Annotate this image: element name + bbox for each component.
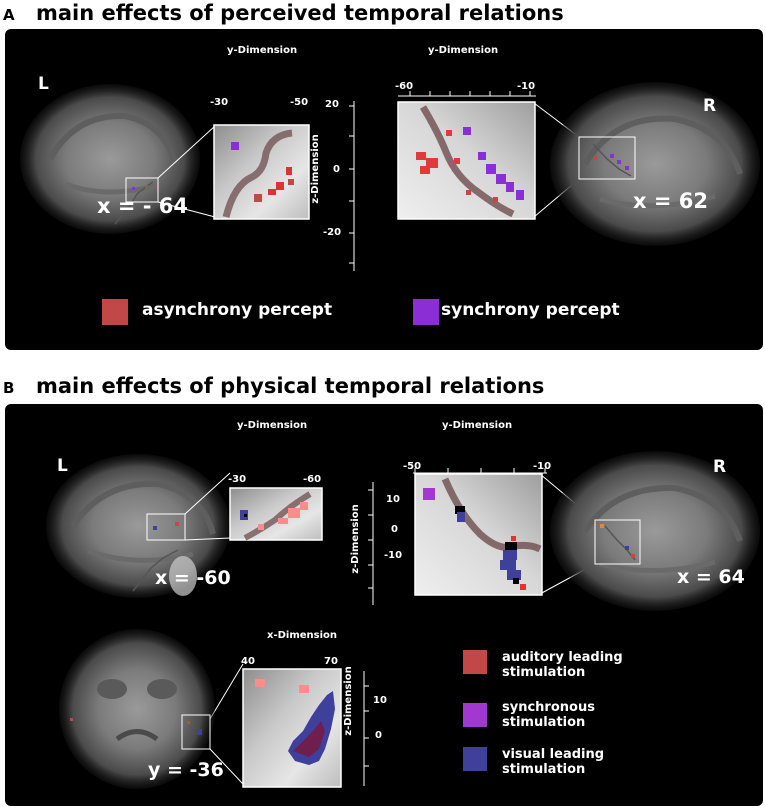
legend-swatch-synchronous bbox=[463, 703, 487, 727]
panel-a-right-ztick-2: 0 bbox=[333, 164, 340, 175]
panel-a-letter: A bbox=[3, 6, 15, 24]
panel-a-left-zoom bbox=[213, 124, 310, 220]
panel-a-left-tick-1: -30 bbox=[210, 97, 229, 108]
legend-swatch-auditory-leading bbox=[463, 650, 487, 674]
panel-a-right-dimension: y-Dimension bbox=[428, 45, 499, 56]
legend-label-auditory-leading: auditory leading stimulation bbox=[502, 650, 623, 680]
panel-b-right-xtick-2: -10 bbox=[533, 461, 552, 472]
panel-b-right-ztick-3: -10 bbox=[384, 550, 403, 561]
panel-b-coronal-ztick-2: 0 bbox=[375, 730, 382, 741]
legend-label-visual-leading: visual leading stimulation bbox=[502, 747, 605, 777]
legend-swatch-asynchrony bbox=[102, 299, 128, 325]
panel-a-right-ztick-3: -20 bbox=[323, 227, 342, 238]
panel-a-left-side-label: L bbox=[38, 74, 49, 94]
panel-b-right-xtick-1: -50 bbox=[403, 461, 422, 472]
panel-a-right-zoom bbox=[397, 101, 536, 220]
panel-b-right-ztick-2: 0 bbox=[391, 524, 398, 535]
panel-a-right-ztick-1: 20 bbox=[325, 99, 339, 110]
panel-b-letter: B bbox=[3, 379, 15, 397]
panel-a-right-coord: x = 62 bbox=[633, 189, 708, 213]
panel-b-left-zoom bbox=[229, 487, 323, 541]
legend-label-synchrony: synchrony percept bbox=[441, 300, 620, 320]
panel-b-right-axes bbox=[368, 468, 547, 605]
panel-b-coronal-zaxis bbox=[363, 671, 369, 786]
panel-b-right-coord: x = 64 bbox=[677, 566, 745, 588]
panel-b-left-brain-image bbox=[46, 454, 230, 598]
panel-b-right-zdimension: z-Dimension bbox=[350, 504, 361, 574]
legend-label-synchronous: synchronous stimulation bbox=[502, 700, 595, 730]
panel-a-left-tick-2: -50 bbox=[290, 97, 309, 108]
panel-a-right-xtick-1: -60 bbox=[395, 81, 414, 92]
panel-b-coronal-coord: y = -36 bbox=[148, 759, 224, 781]
panel-b-right-brain-image bbox=[550, 451, 760, 611]
panel-a-right-zdimension: z-Dimension bbox=[310, 134, 321, 204]
panel-a-left-coord: x = - 64 bbox=[97, 194, 189, 218]
panel-b: L x = -60 y-Dimension -30 -60 y-Dimensio… bbox=[5, 404, 763, 806]
panel-b-left-side-label: L bbox=[57, 456, 68, 476]
panel-a-left-brain-image bbox=[20, 84, 200, 234]
panel-b-coronal-brain-image bbox=[59, 629, 215, 789]
panel-b-left-tick-1: -30 bbox=[228, 474, 247, 485]
panel-a: L x = - 64 y-Dimension -30 -50 y-Dimensi… bbox=[5, 29, 763, 350]
panel-b-left-tick-2: -60 bbox=[303, 474, 322, 485]
legend-swatch-synchrony bbox=[413, 299, 439, 325]
panel-a-title: main effects of perceived temporal relat… bbox=[36, 1, 564, 25]
panel-a-left-dimension: y-Dimension bbox=[227, 45, 298, 56]
panel-a-right-axes bbox=[349, 91, 536, 271]
legend-label-asynchrony: asynchrony percept bbox=[142, 300, 333, 320]
panel-b-right-dimension: y-Dimension bbox=[442, 420, 513, 431]
panel-b-title: main effects of physical temporal relati… bbox=[36, 374, 545, 398]
panel-b-right-side-label: R bbox=[713, 457, 727, 477]
panel-b-coronal-xtick-1: 40 bbox=[241, 656, 255, 667]
panel-b-coronal-xtick-2: 70 bbox=[324, 656, 338, 667]
panel-b-coronal-ztick-1: 10 bbox=[373, 695, 387, 706]
panel-b-coronal-zdimension: z-Dimension bbox=[343, 666, 354, 736]
panel-a-right-brain-image bbox=[550, 82, 760, 246]
panel-b-left-coord: x = -60 bbox=[155, 567, 231, 589]
legend-swatch-visual-leading bbox=[463, 747, 487, 771]
panel-a-right-xtick-2: -10 bbox=[517, 81, 536, 92]
panel-b-coronal-dimension: x-Dimension bbox=[267, 630, 338, 641]
panel-b-coronal-zoom bbox=[242, 668, 342, 788]
panel-b-right-ztick-1: 10 bbox=[386, 494, 400, 505]
panel-b-right-zoom bbox=[414, 473, 543, 596]
panel-a-right-side-label: R bbox=[703, 96, 717, 116]
panel-b-left-dimension: y-Dimension bbox=[237, 420, 308, 431]
